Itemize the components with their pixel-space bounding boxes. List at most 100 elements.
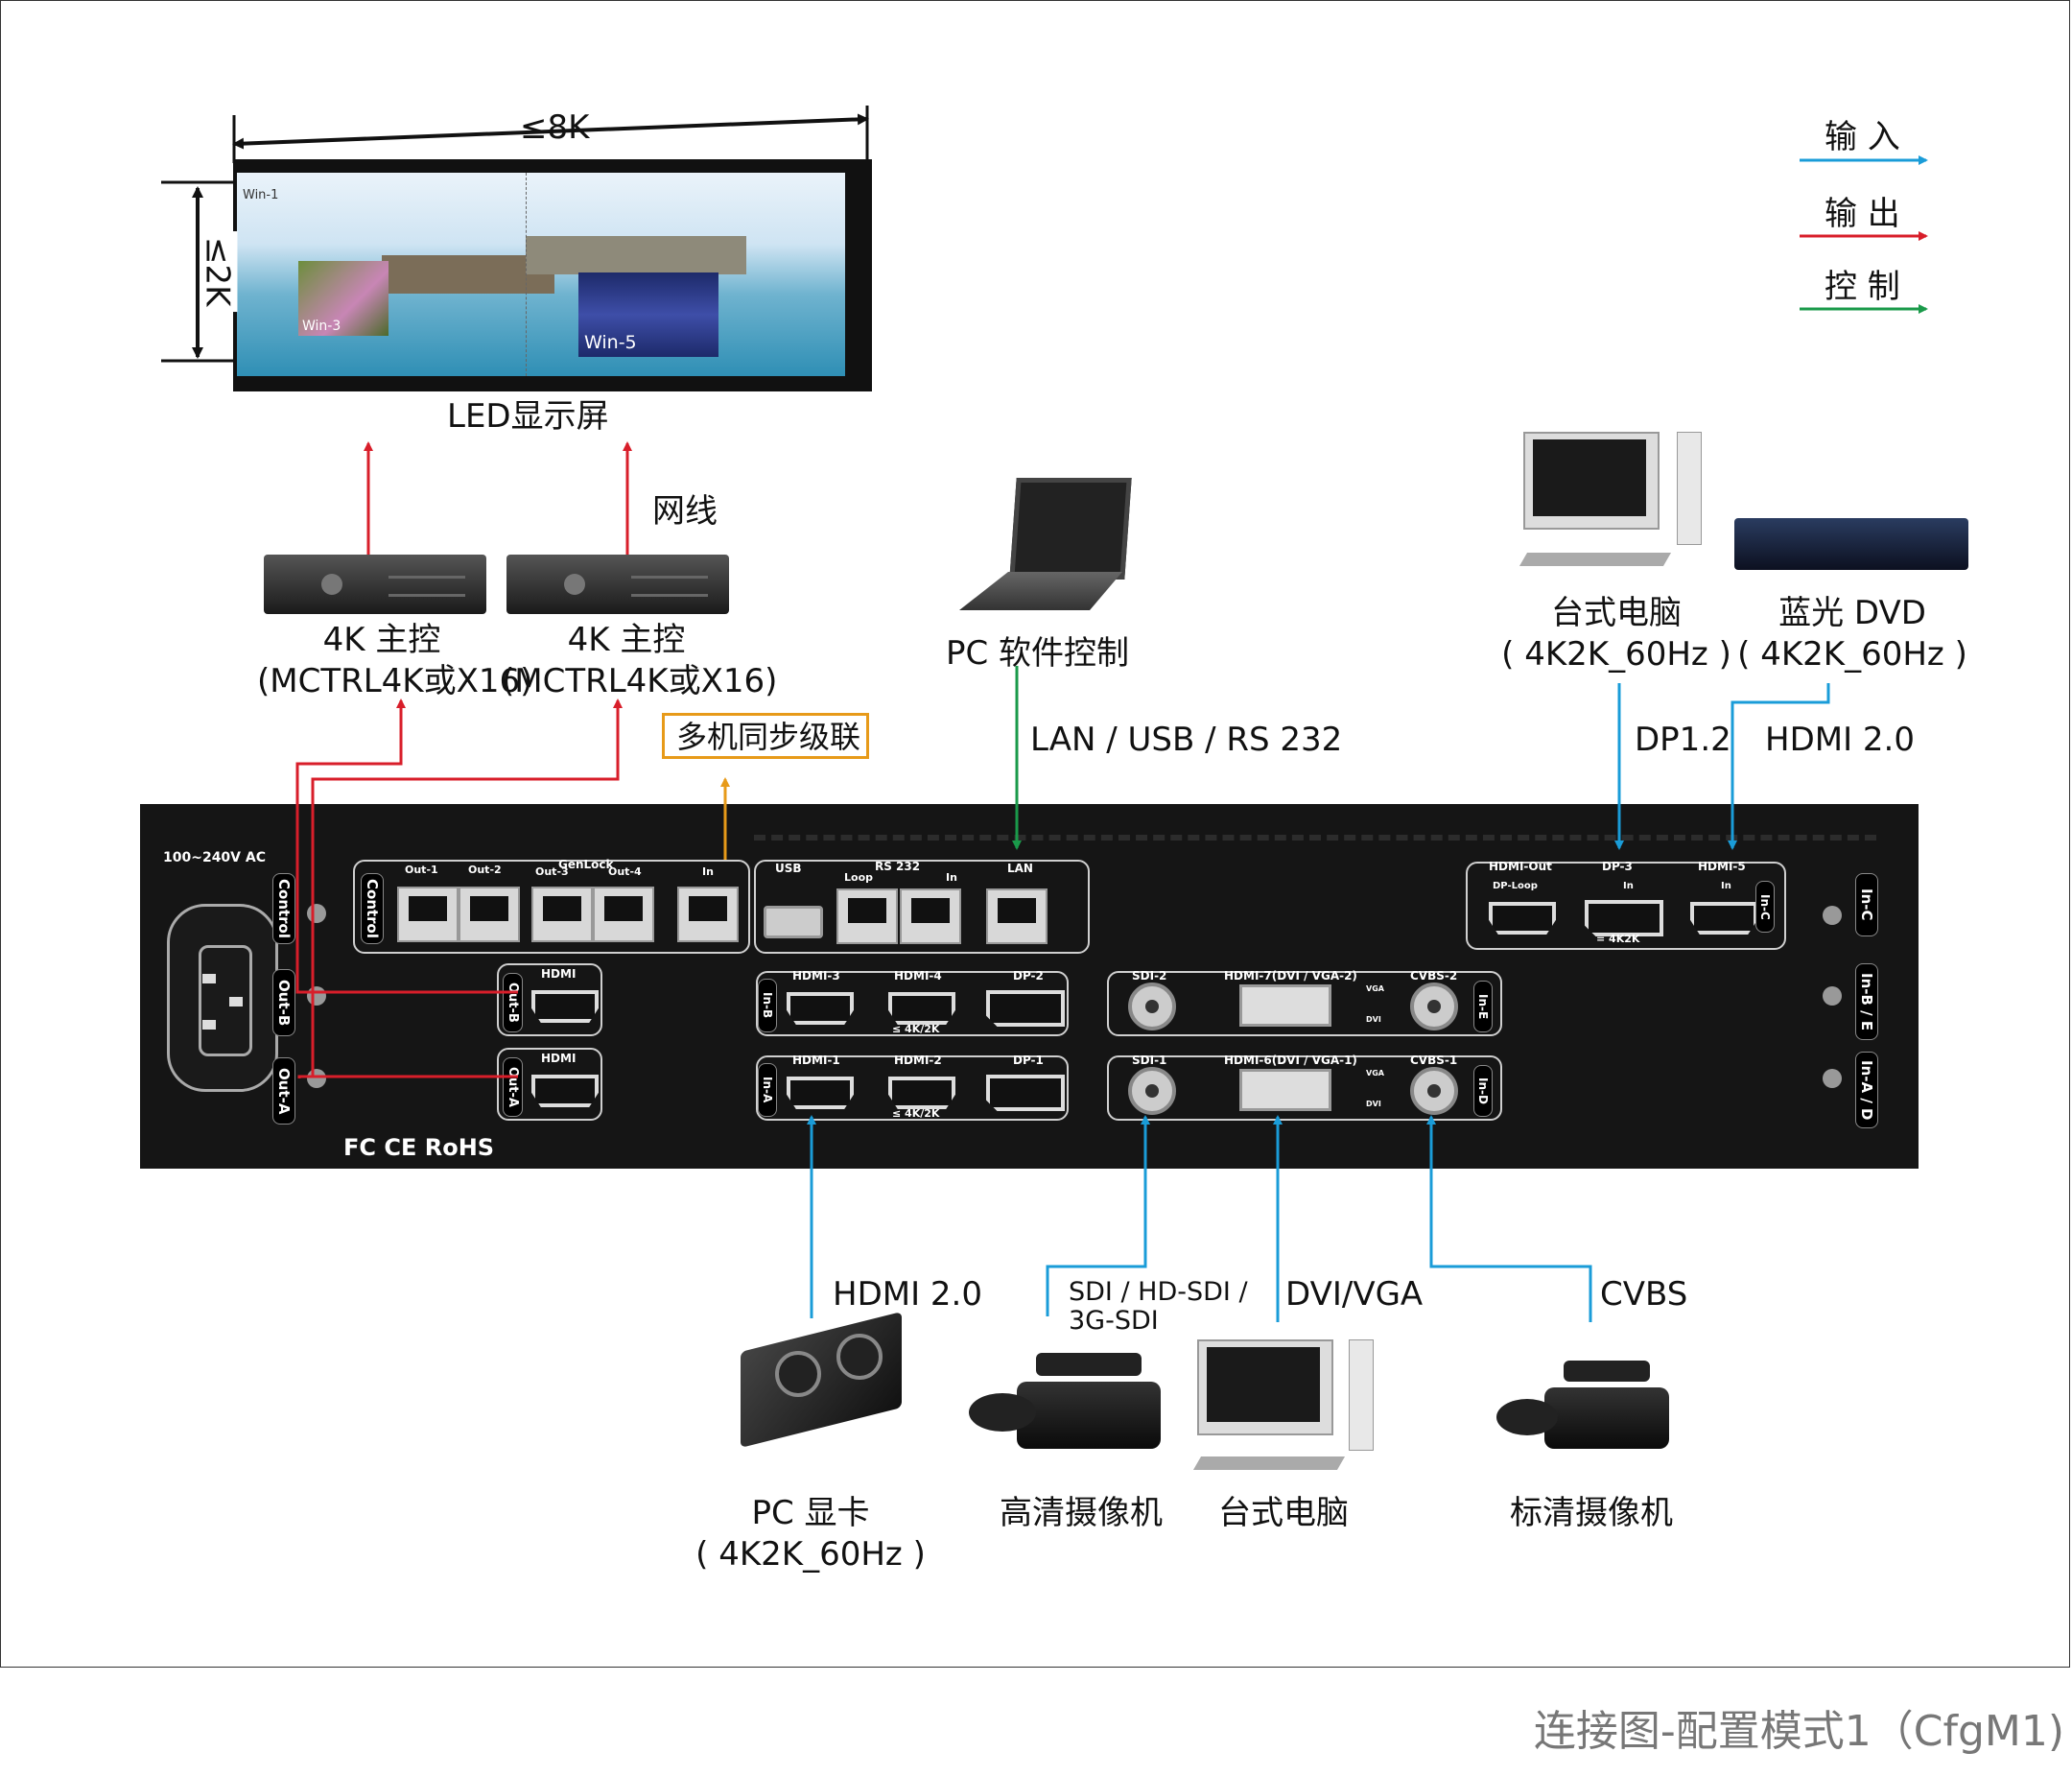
desktop-bottom-label: 台式电脑 — [1218, 1494, 1349, 1532]
out-b-inner-tab: Out-B — [503, 973, 523, 1032]
control-slot-tab: Control — [272, 873, 295, 944]
genlock-label: GenLock — [558, 858, 614, 871]
dp1-port[interactable] — [986, 1075, 1065, 1111]
hdmi1-port[interactable] — [787, 1077, 854, 1109]
usb-label: USB — [775, 862, 802, 875]
led-title: LED显示屏 — [447, 397, 609, 436]
hdmi7-label: HDMI-7(DVI / VGA-2) — [1224, 969, 1357, 983]
hdmi2-label: HDMI-2 — [894, 1054, 942, 1067]
legend-input-label: 输 入 — [1825, 118, 1900, 156]
sender-device-1 — [264, 555, 486, 614]
bluray-spec: ( 4K2K_60Hz ) — [1737, 634, 1967, 674]
gpu-label: PC 显卡 ( 4K2K_60Hz ) — [681, 1493, 940, 1575]
desktop-top-label: 台式电脑 ( 4K2K_60Hz ) — [1496, 593, 1736, 675]
out1-label: Out-1 — [405, 864, 438, 876]
out-a-hdmi-port[interactable] — [531, 1075, 599, 1107]
hd-camera-label: 高清摄像机 — [1000, 1494, 1163, 1532]
rs232-in-label: In — [946, 871, 957, 884]
loop-label: Loop — [844, 871, 873, 884]
hdmi7-dvi-port[interactable] — [1239, 984, 1331, 1027]
laptop-link-label: LAN / USB / RS 232 — [1030, 721, 1343, 759]
in-c-inner-tab: In-C — [1755, 881, 1775, 933]
sender-1-label: 4K 主控 (MCTRL4K或X16) — [257, 620, 532, 701]
lan-label: LAN — [1007, 862, 1033, 875]
hdmi-out-port[interactable] — [1489, 902, 1556, 935]
rs232-loop-port[interactable] — [836, 888, 898, 944]
rj45-in-port[interactable] — [677, 887, 739, 942]
in-a-tab: In-A — [758, 1063, 777, 1117]
cvbs1-port[interactable] — [1410, 1067, 1458, 1115]
rj45-out1-port[interactable] — [397, 887, 459, 942]
hdmi5-in-label: In — [1721, 881, 1731, 891]
hdmi20-bottom-link-label: HDMI 2.0 — [833, 1275, 982, 1314]
bluray-icon — [1734, 518, 1968, 570]
hdmi4-label: HDMI-4 — [894, 969, 942, 983]
laptop-label: PC 软件控制 — [946, 634, 1130, 673]
hdmi-out-label: HDMI-Out — [1489, 860, 1552, 873]
laptop-icon — [959, 478, 1132, 620]
out-b-card: Out-B HDMI — [497, 963, 602, 1036]
dp3-port[interactable] — [1585, 900, 1663, 936]
hdmi5-port[interactable] — [1690, 902, 1757, 935]
power-socket[interactable] — [167, 904, 278, 1092]
dp2-port[interactable] — [986, 990, 1065, 1027]
processor-rear-panel: 100~240V AC Control Out-B Out-A Control … — [140, 804, 1919, 1169]
in-c-limit-label: = 4K2K — [1596, 933, 1640, 945]
out-b-hdmi-label: HDMI — [541, 967, 577, 981]
sd-camera-icon — [1496, 1361, 1669, 1460]
hdmi3-label: HDMI-3 — [792, 969, 840, 983]
hdmi20-top-link-label: HDMI 2.0 — [1765, 721, 1915, 759]
rs232-label: RS 232 — [875, 860, 921, 873]
in-ad-slot-tab: In-A / D — [1855, 1052, 1878, 1128]
cvbs2-label: CVBS-2 — [1410, 969, 1458, 983]
dp2-label: DP-2 — [1013, 969, 1044, 983]
in-b-limit-label: ≤ 4K/2K — [892, 1023, 940, 1035]
in-e-dvi-label: DVI — [1366, 1015, 1381, 1024]
gpu-name: PC 显卡 — [751, 1494, 870, 1532]
control-card: Control Out-1 Out-2 GenLock Out-3 Out-4 … — [353, 858, 750, 954]
out-a-slot-tab: Out-A — [272, 1057, 295, 1125]
rs232-in-port[interactable] — [900, 888, 961, 944]
hdmi3-port[interactable] — [787, 992, 854, 1025]
rj45-out2-port[interactable] — [459, 887, 520, 942]
usb-port[interactable] — [764, 906, 823, 938]
hdmi1-label: HDMI-1 — [792, 1054, 840, 1067]
desktop-top-spec: ( 4K2K_60Hz ) — [1501, 634, 1731, 674]
in-c-card: HDMI-Out DP-3 HDMI-5 DP-Loop In In = 4K2… — [1466, 860, 1786, 950]
hd-camera-icon — [969, 1353, 1161, 1458]
sdi1-port[interactable] — [1128, 1067, 1176, 1115]
out3-label: Out-3 — [535, 865, 569, 878]
win1-label: Win-1 — [243, 188, 279, 202]
sender-2-label: 4K 主控 (MCTRL4K或X16) — [502, 620, 777, 701]
bluray-label: 蓝光 DVD ( 4K2K_60Hz ) — [1732, 593, 1972, 675]
cvbs2-port[interactable] — [1410, 983, 1458, 1030]
sdi2-port[interactable] — [1128, 983, 1176, 1030]
gpu-icon — [741, 1312, 904, 1458]
diagram-frame — [0, 0, 2070, 1668]
dp3-in-label: In — [1623, 881, 1634, 891]
hdmi4-port[interactable] — [888, 992, 955, 1025]
in-be-slot-tab: In-B / E — [1855, 963, 1878, 1040]
win3-window: Win-3 — [298, 261, 388, 336]
in-a-limit-label: ≤ 4K/2K — [892, 1107, 940, 1120]
certification-logos: FC CE RoHS — [343, 1134, 495, 1161]
sender-1-name: 4K 主控 — [322, 621, 441, 659]
sd-camera-label: 标清摄像机 — [1510, 1494, 1673, 1532]
sender-device-2 — [506, 555, 729, 614]
in-d-vga-label: VGA — [1366, 1069, 1384, 1077]
in-d-card: SDI-1 HDMI-6(DVI / VGA-1) CVBS-1 VGA DVI… — [1107, 1054, 1502, 1121]
sdi-link-label-2: 3G-SDI — [1069, 1306, 1159, 1336]
hdmi6-dvi-port[interactable] — [1239, 1069, 1331, 1111]
in-b-card: In-B HDMI-3 HDMI-4 DP-2 ≤ 4K/2K — [756, 969, 1069, 1036]
rj45-out4-port[interactable] — [593, 887, 654, 942]
hdmi2-port[interactable] — [888, 1077, 955, 1109]
lan-port[interactable] — [986, 888, 1048, 944]
out-b-hdmi-port[interactable] — [531, 990, 599, 1023]
in-e-card: SDI-2 HDMI-7(DVI / VGA-2) CVBS-2 VGA DVI… — [1107, 969, 1502, 1036]
rj45-out3-port[interactable] — [531, 887, 593, 942]
sdi-link-label-1: SDI / HD-SDI / — [1069, 1277, 1248, 1307]
dvi-vga-link-label: DVI/VGA — [1285, 1275, 1424, 1314]
cvbs1-label: CVBS-1 — [1410, 1054, 1458, 1067]
gpu-spec: ( 4K2K_60Hz ) — [695, 1534, 926, 1574]
win5-window: Win-5 — [578, 272, 718, 357]
